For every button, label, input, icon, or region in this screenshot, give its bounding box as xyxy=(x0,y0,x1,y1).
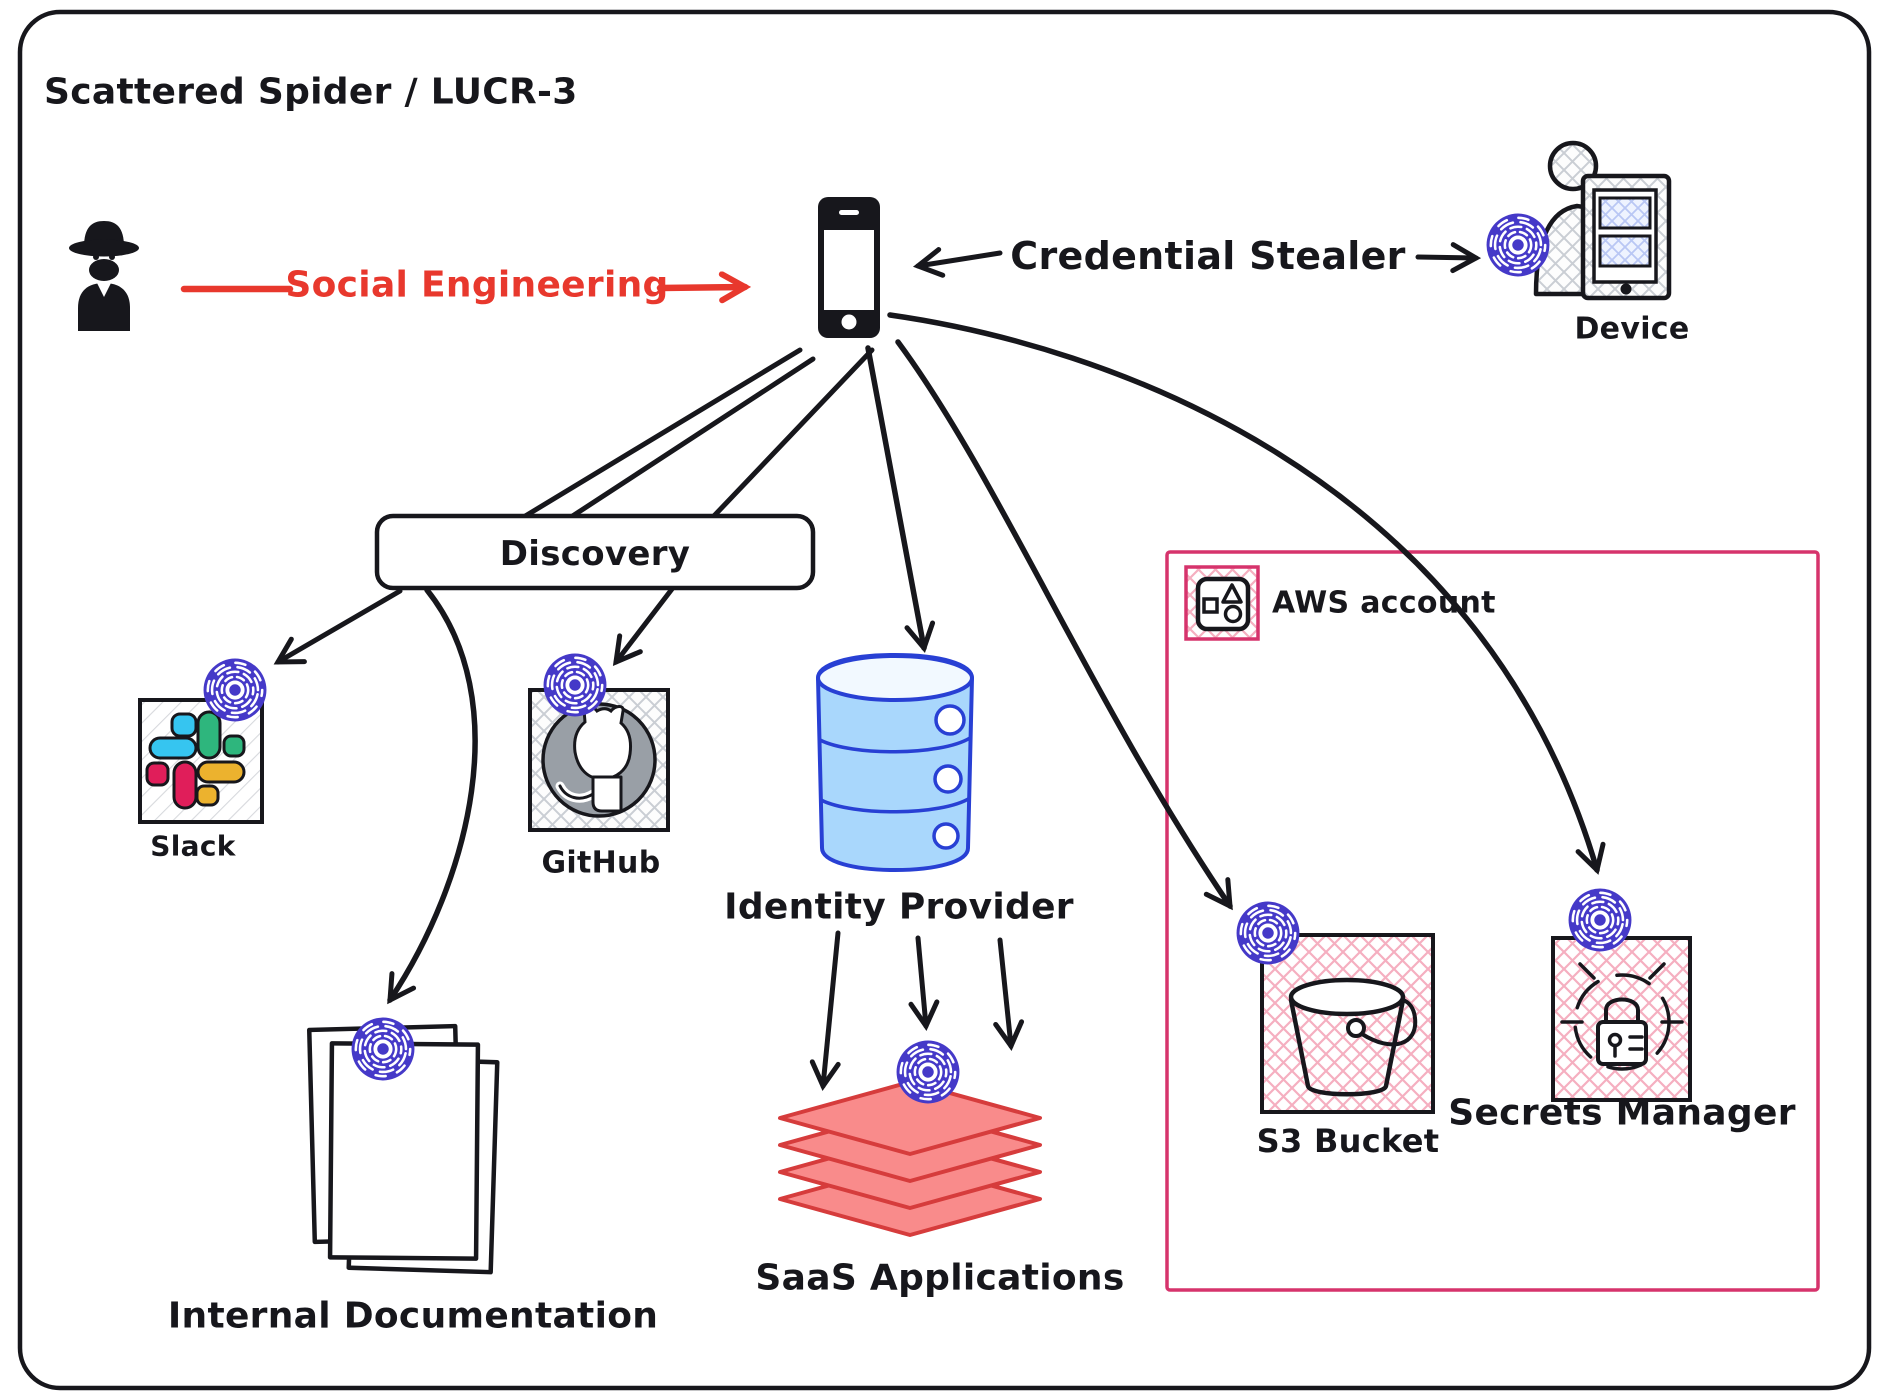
github-label: GitHub xyxy=(541,845,661,881)
arrow-discovery-to-slack xyxy=(273,588,403,665)
arrows-identity-provider-to-saas xyxy=(809,930,1025,1092)
secrets-manager-label: Secrets Manager xyxy=(1448,1092,1796,1134)
bucket-icon xyxy=(1260,933,1435,1114)
arrow-phone-to-secrets-manager xyxy=(887,312,1606,875)
internal-documentation-label: Internal Documentation xyxy=(167,1295,659,1337)
fingerprint-target-icon-secrets-manager xyxy=(1566,886,1634,954)
aws-resource-icon xyxy=(1184,565,1260,641)
credential-stealer-label: Credential Stealer xyxy=(1010,234,1406,278)
identity-provider-label: Identity Provider xyxy=(724,886,1074,928)
fingerprint-target-icon-slack xyxy=(201,656,269,724)
arrow-discovery-to-github xyxy=(612,586,675,667)
aws-account-box xyxy=(1165,550,1820,1292)
arrow-phone-to-identity-provider xyxy=(865,345,936,653)
arrow-phone-to-discovery xyxy=(519,347,875,522)
social-engineering-label: Social Engineering xyxy=(285,264,669,306)
s3-bucket-label: S3 Bucket xyxy=(1256,1122,1440,1160)
aws-account-label: AWS account xyxy=(1272,585,1496,621)
arrow-phone-to-s3-bucket xyxy=(895,339,1233,911)
fingerprint-target-icon-device xyxy=(1484,211,1552,279)
discovery-label: Discovery xyxy=(499,534,691,574)
layers-icon xyxy=(778,1080,1042,1237)
arrow-credential-stealer-to-device xyxy=(1415,242,1482,274)
discovery-box xyxy=(374,513,816,591)
fingerprint-target-icon-internal-documentation xyxy=(349,1015,417,1083)
fingerprint-target-icon-s3 xyxy=(1234,899,1302,967)
arrow-social-engineering xyxy=(180,287,745,289)
arrow-discovery-to-internal-documentation xyxy=(387,587,478,1005)
lock-crosshair-icon xyxy=(1551,936,1692,1102)
arrow-credential-stealer-to-phone xyxy=(912,247,1003,278)
spy-icon xyxy=(69,221,139,331)
page-title: Scattered Spider / LUCR-3 xyxy=(44,71,578,113)
github-icon xyxy=(528,688,670,832)
fingerprint-target-icon-saas xyxy=(894,1038,962,1106)
fingerprint-target-icon-github xyxy=(541,651,609,719)
saas-applications-label: SaaS Applications xyxy=(755,1257,1125,1299)
database-icon xyxy=(815,652,975,873)
slack-label: Slack xyxy=(150,829,236,863)
device-label: Device xyxy=(1574,311,1690,347)
person-at-device-icon xyxy=(1533,140,1672,301)
smartphone-icon xyxy=(818,197,880,338)
